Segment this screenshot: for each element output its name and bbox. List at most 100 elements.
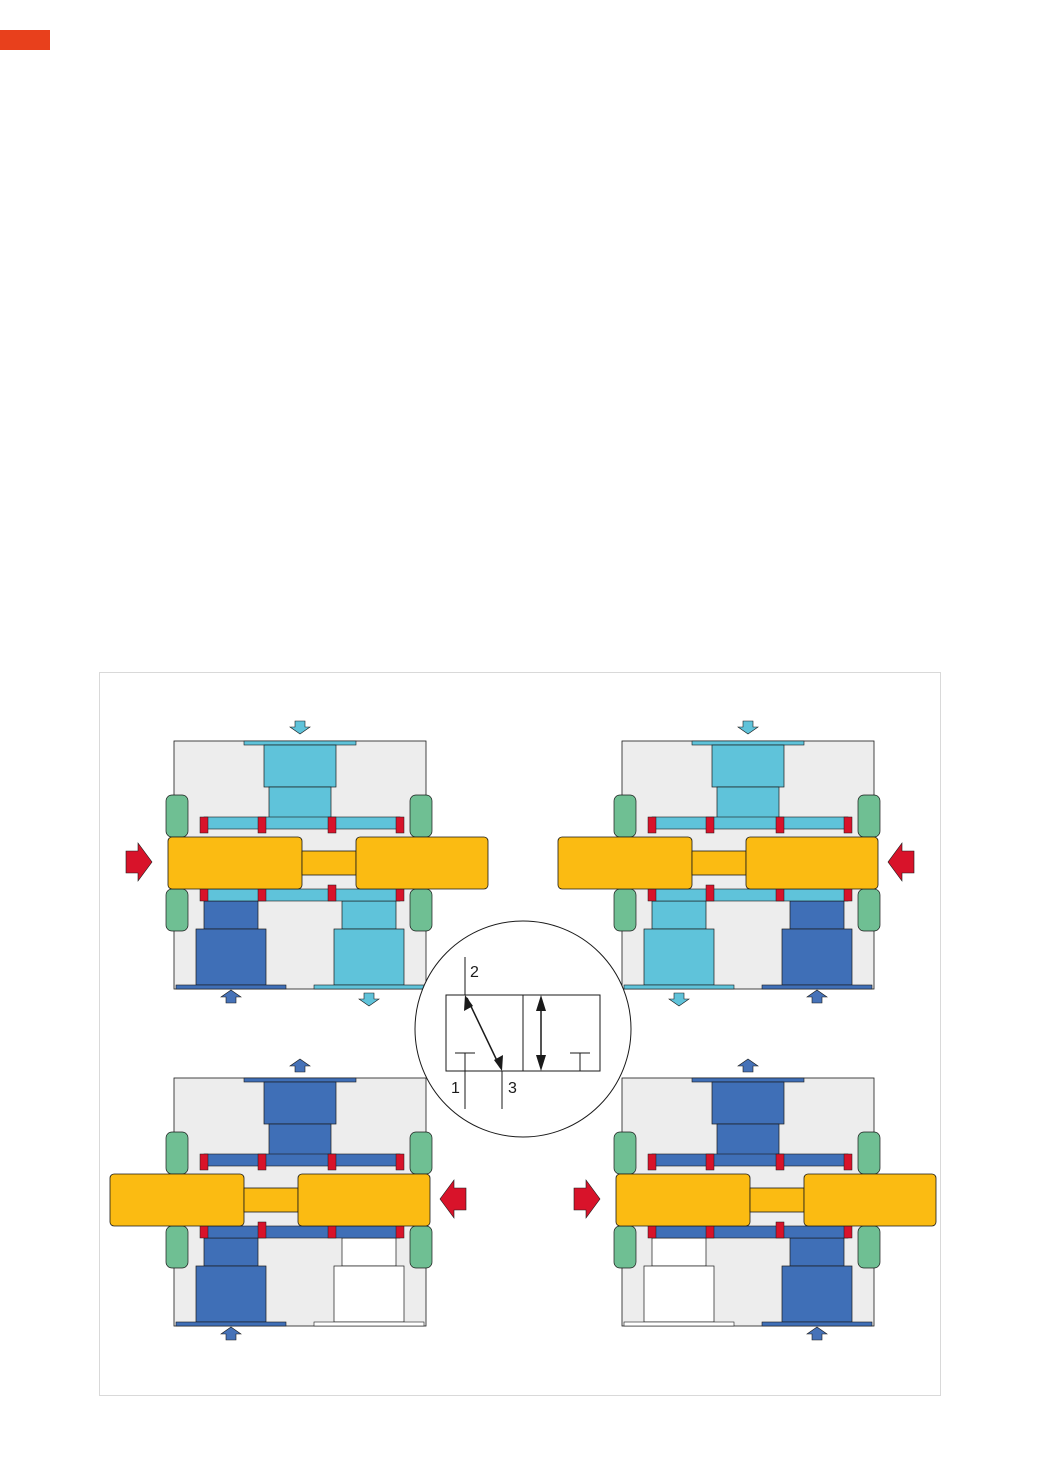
lower-sleeve xyxy=(203,888,401,902)
seal xyxy=(705,1153,715,1171)
bottom-port-bore xyxy=(651,900,707,930)
actuation-arrow-icon xyxy=(573,1179,601,1219)
seal xyxy=(395,1153,405,1171)
end-cap xyxy=(165,1131,189,1175)
end-cap xyxy=(857,888,881,932)
top-port-flange xyxy=(691,1077,805,1083)
flow-arrow-icon xyxy=(668,992,690,1007)
bottom-port-flange xyxy=(313,984,425,990)
flow-arrow-icon xyxy=(806,989,828,1004)
upper-sleeve xyxy=(651,1153,849,1167)
seal xyxy=(199,816,209,834)
flow-arrow-icon xyxy=(289,1058,311,1073)
actuation-arrow-icon xyxy=(439,1179,467,1219)
end-cap xyxy=(409,1225,433,1269)
bottom-port-bore xyxy=(203,900,259,930)
spool-right-land xyxy=(355,836,489,890)
bottom-port-flange xyxy=(623,1321,735,1327)
top-port-bore xyxy=(268,786,332,820)
bottom-port-bore xyxy=(341,1237,397,1267)
bottom-port-chamber xyxy=(333,928,405,986)
valve-diagram-frame: 2 1 3 xyxy=(99,672,941,1396)
bottom-port-chamber xyxy=(195,928,267,986)
end-cap xyxy=(613,888,637,932)
bottom-port-flange xyxy=(313,1321,425,1327)
top-port-flange xyxy=(691,740,805,746)
spool-right-land xyxy=(297,1173,431,1227)
lower-sleeve xyxy=(203,1225,401,1239)
seal xyxy=(199,1153,209,1171)
bottom-port-chamber xyxy=(643,928,715,986)
bottom-port-bore xyxy=(789,1237,845,1267)
top-port-bore xyxy=(268,1123,332,1157)
seal xyxy=(843,1153,853,1171)
bottom-port-bore xyxy=(203,1237,259,1267)
bottom-port-chamber xyxy=(333,1265,405,1323)
top-port-bore xyxy=(716,786,780,820)
accent-tab xyxy=(0,30,50,50)
valve-top-left xyxy=(125,720,489,1007)
symbol-box-right xyxy=(522,994,601,1072)
bottom-port-bore xyxy=(651,1237,707,1267)
flow-arrow-icon xyxy=(737,720,759,735)
spool-left-land xyxy=(167,836,303,890)
seal xyxy=(705,816,715,834)
end-cap xyxy=(857,794,881,838)
flow-path-2-3 xyxy=(466,997,501,1068)
top-port-chamber xyxy=(711,744,785,788)
upper-sleeve xyxy=(203,816,401,830)
bottom-port-chamber xyxy=(643,1265,715,1323)
lower-sleeve xyxy=(651,888,849,902)
seal xyxy=(327,816,337,834)
valve-diagram: 2 1 3 xyxy=(109,720,937,1341)
seal xyxy=(327,884,337,902)
top-port-chamber xyxy=(711,1081,785,1125)
flow-arrow-icon xyxy=(220,989,242,1004)
bottom-port-chamber xyxy=(781,928,853,986)
end-cap xyxy=(613,1131,637,1175)
spool-left-land xyxy=(615,1173,751,1227)
valve-top-right xyxy=(557,720,915,1007)
seal xyxy=(257,816,267,834)
actuation-arrow-icon xyxy=(125,842,153,882)
bottom-port-flange xyxy=(761,1321,873,1327)
end-cap xyxy=(857,1131,881,1175)
port-label-1: 1 xyxy=(451,1080,460,1097)
bottom-port-flange xyxy=(623,984,735,990)
iso-symbol: 2 1 3 xyxy=(414,920,632,1138)
bottom-port-flange xyxy=(175,984,287,990)
spool-stem xyxy=(243,1187,299,1213)
seal xyxy=(843,816,853,834)
port-label-2: 2 xyxy=(470,964,479,981)
port-label-3: 3 xyxy=(508,1080,517,1097)
bottom-port-chamber xyxy=(781,1265,853,1323)
seal xyxy=(775,1221,785,1239)
seal xyxy=(257,1153,267,1171)
actuation-arrow-icon xyxy=(887,842,915,882)
seal xyxy=(775,1153,785,1171)
bottom-port-bore xyxy=(789,900,845,930)
end-cap xyxy=(613,794,637,838)
flow-arrow-icon xyxy=(289,720,311,735)
bottom-port-bore xyxy=(341,900,397,930)
spool-left-land xyxy=(557,836,693,890)
end-cap xyxy=(165,888,189,932)
seal xyxy=(257,1221,267,1239)
spool-left-land xyxy=(109,1173,245,1227)
end-cap xyxy=(165,794,189,838)
seal xyxy=(327,1153,337,1171)
upper-sleeve xyxy=(651,816,849,830)
bottom-port-flange xyxy=(175,1321,287,1327)
end-cap xyxy=(165,1225,189,1269)
upper-sleeve xyxy=(203,1153,401,1167)
top-port-flange xyxy=(243,740,357,746)
top-port-bore xyxy=(716,1123,780,1157)
flow-arrow-icon xyxy=(737,1058,759,1073)
top-port-flange xyxy=(243,1077,357,1083)
end-cap xyxy=(409,1131,433,1175)
seal xyxy=(647,1153,657,1171)
valve-bottom-right xyxy=(573,1058,937,1341)
seal xyxy=(647,816,657,834)
end-cap xyxy=(409,794,433,838)
lower-sleeve xyxy=(651,1225,849,1239)
